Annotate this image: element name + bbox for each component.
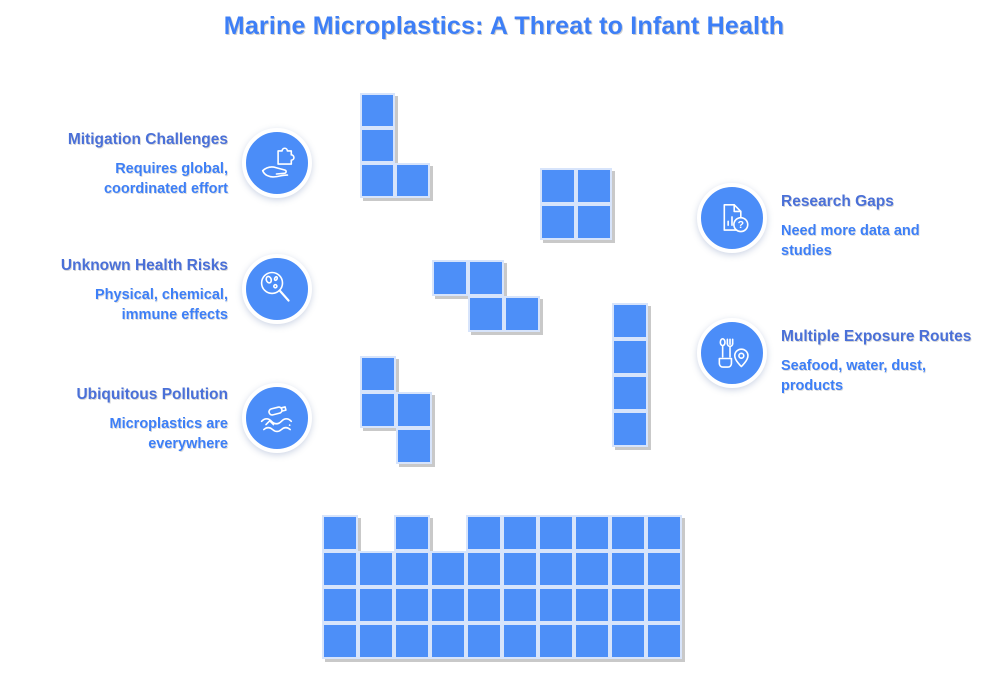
feature-multiple-exposure-routes: Multiple Exposure Routes Seafood, water,… — [697, 318, 997, 396]
feature-heading: Research Gaps — [781, 193, 894, 210]
feature-description: Microplastics are everywhere — [109, 416, 228, 452]
tetris-cell — [612, 303, 648, 339]
feature-heading: Unknown Health Risks — [60, 257, 228, 274]
tetris-cell — [612, 339, 648, 375]
feature-unknown-health-risks: Unknown Health Risks Physical, chemical,… — [40, 254, 312, 325]
feature-heading: Ubiquitous Pollution — [76, 386, 228, 403]
document-question-icon: ? — [697, 183, 767, 253]
tetris-cell — [360, 163, 395, 198]
feature-description: Seafood, water, dust, products — [781, 358, 927, 394]
feature-mitigation-challenges: Mitigation Challenges Requires global, c… — [40, 128, 312, 199]
feature-text: Research Gaps Need more data and studies — [781, 193, 997, 261]
tetris-cell — [576, 168, 612, 204]
tetris-cell — [538, 587, 574, 623]
feature-description: Requires global, coordinated effort — [103, 161, 228, 197]
tetris-cell — [646, 551, 682, 587]
tetris-cell — [502, 587, 538, 623]
tetris-cell — [360, 128, 395, 163]
tetris-cell — [504, 296, 540, 332]
tetris-cell — [322, 551, 358, 587]
tetris-cell — [360, 93, 395, 128]
tetris-cell — [432, 260, 468, 296]
tetris-cell — [466, 515, 502, 551]
tetris-cell — [538, 623, 574, 659]
page-title: Marine Microplastics: A Threat to Infant… — [223, 12, 785, 40]
tetris-cell — [358, 623, 394, 659]
feature-text: Ubiquitous Pollution Microplastics are e… — [40, 386, 228, 454]
feature-text: Unknown Health Risks Physical, chemical,… — [40, 257, 228, 325]
tetris-cell — [360, 356, 396, 392]
tetris-cell — [574, 515, 610, 551]
tetris-cell — [360, 392, 396, 428]
tetris-cell — [574, 551, 610, 587]
tetris-cell — [502, 623, 538, 659]
feature-text: Multiple Exposure Routes Seafood, water,… — [781, 328, 997, 396]
tetris-cell — [396, 428, 432, 464]
tetris-cell — [358, 587, 394, 623]
tetris-cell — [574, 623, 610, 659]
tetris-cell — [468, 260, 504, 296]
tetris-cell — [395, 163, 430, 198]
tetris-cell — [612, 375, 648, 411]
feature-description: Need more data and studies — [781, 223, 920, 259]
tetris-cell — [502, 515, 538, 551]
tetris-cell — [358, 551, 394, 587]
tetris-cell — [430, 587, 466, 623]
feature-heading: Multiple Exposure Routes — [781, 328, 972, 345]
tetris-cell — [466, 587, 502, 623]
tetris-cell — [612, 411, 648, 447]
bottle-in-waves-icon — [242, 383, 312, 453]
tetris-cell — [610, 515, 646, 551]
tetris-cell — [466, 551, 502, 587]
tetris-cell — [646, 623, 682, 659]
tetris-cell — [430, 551, 466, 587]
tetris-cell — [394, 515, 430, 551]
tetris-cell — [394, 623, 430, 659]
tetris-cell — [540, 168, 576, 204]
tetris-cell — [322, 623, 358, 659]
tetris-cell — [538, 515, 574, 551]
feature-description: Physical, chemical, immune effects — [95, 287, 228, 323]
tetris-cell — [576, 204, 612, 240]
tetris-cell — [394, 587, 430, 623]
tetris-cell — [394, 551, 430, 587]
tetris-cell — [466, 623, 502, 659]
tetris-cell — [540, 204, 576, 240]
tetris-cell — [646, 587, 682, 623]
tetris-cell — [538, 551, 574, 587]
tetris-cell — [574, 587, 610, 623]
tetris-cell — [396, 392, 432, 428]
magnifier-microplastics-icon — [242, 254, 312, 324]
tetris-cell — [646, 515, 682, 551]
feature-text: Mitigation Challenges Requires global, c… — [40, 131, 228, 199]
tetris-cell — [322, 515, 358, 551]
tetris-cell — [322, 587, 358, 623]
feature-heading: Mitigation Challenges — [67, 131, 228, 148]
tetris-cell — [610, 587, 646, 623]
utensils-location-pin-icon — [697, 318, 767, 388]
tetris-cell — [502, 551, 538, 587]
tetris-cell — [430, 623, 466, 659]
tetris-cell — [610, 551, 646, 587]
feature-research-gaps: ? Research Gaps Need more data and studi… — [697, 183, 997, 261]
hand-holding-puzzle-icon — [242, 128, 312, 198]
tetris-cell — [468, 296, 504, 332]
feature-ubiquitous-pollution: Ubiquitous Pollution Microplastics are e… — [40, 383, 312, 454]
tetris-cell — [610, 623, 646, 659]
svg-text:?: ? — [738, 220, 744, 231]
